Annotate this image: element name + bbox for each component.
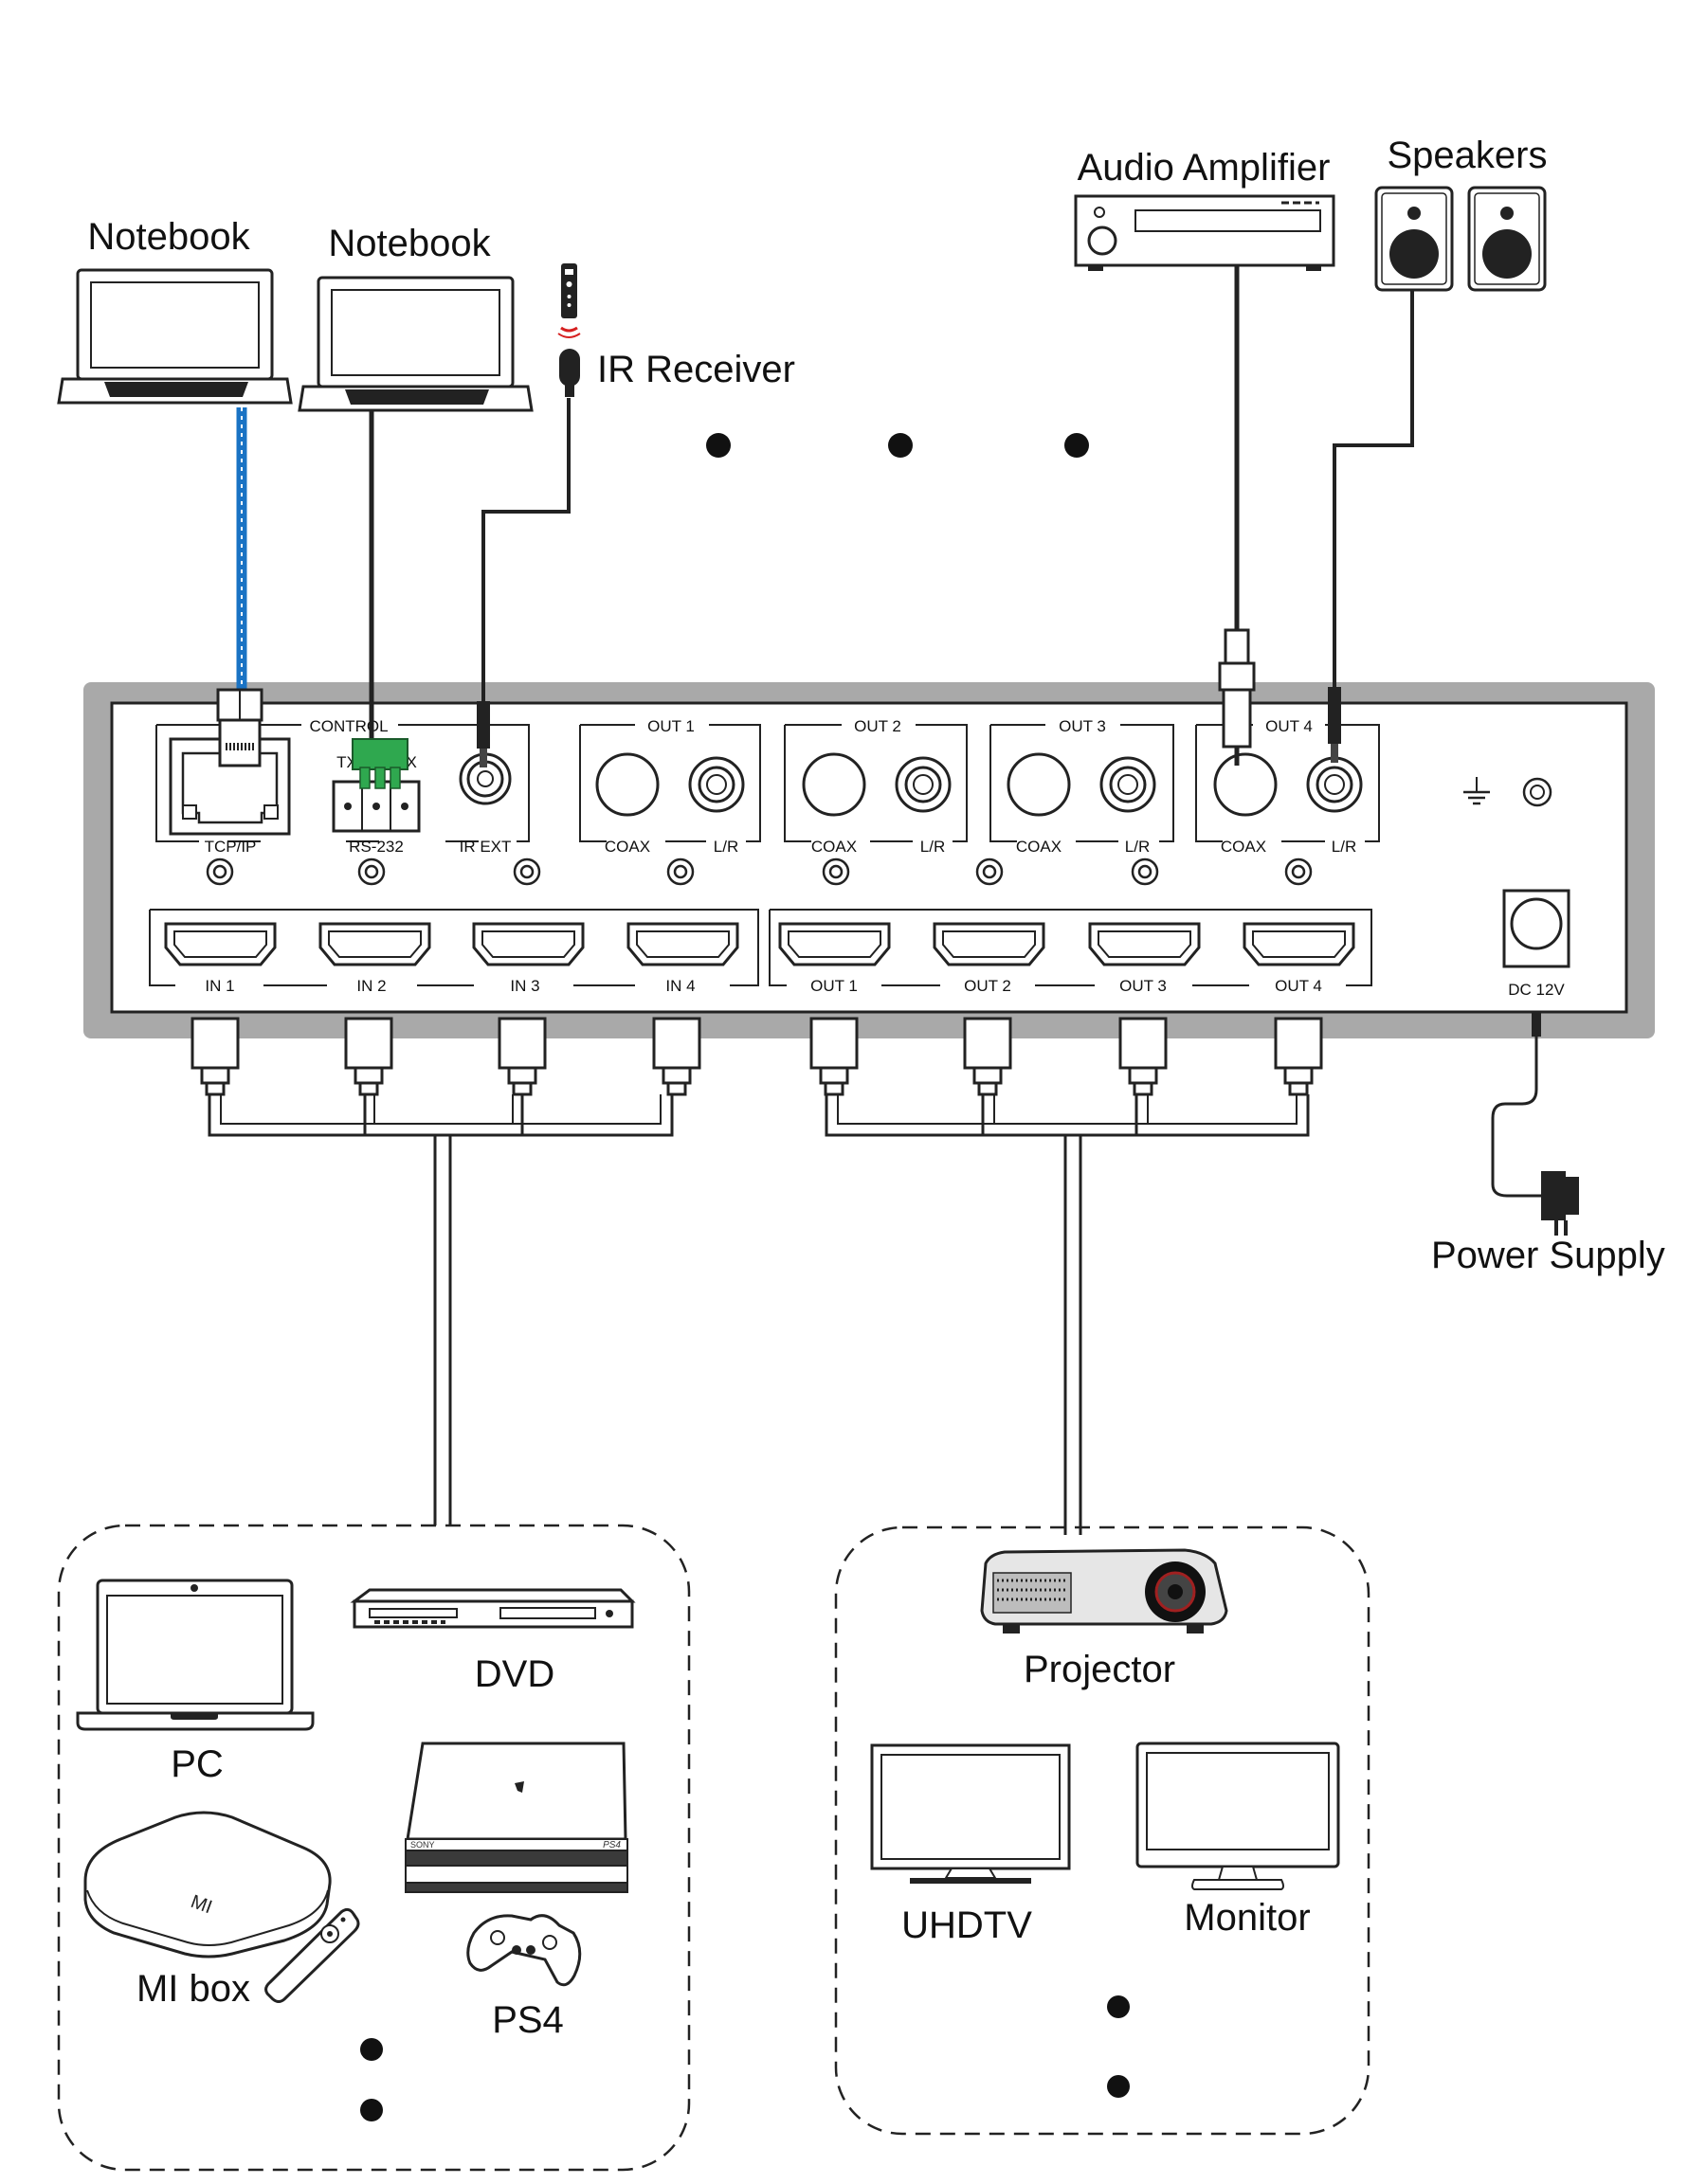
power-supply-label: Power Supply	[1431, 1235, 1665, 1276]
optical-plug	[1218, 628, 1256, 766]
audio-out-1-coax-port[interactable]	[595, 752, 660, 817]
source-devices-group	[57, 1524, 691, 2172]
ethernet-plug	[216, 688, 263, 767]
hdmi-out-4-label: OUT 4	[1275, 977, 1322, 995]
audio-out-1-lr-port[interactable]	[688, 756, 745, 813]
tcpip-label: TCP/IP	[205, 838, 257, 856]
hdmi-in-4-port[interactable]	[626, 922, 739, 966]
hdmi-in-3-port[interactable]	[472, 922, 585, 966]
audio-out-1-title: OUT 1	[647, 717, 695, 735]
hdmi-in-2-port[interactable]	[318, 922, 431, 966]
ir-receiver-icon	[559, 349, 580, 397]
hdmi-out-2-port[interactable]	[933, 922, 1045, 966]
dvd-label: DVD	[475, 1653, 554, 1695]
hdmi-out-1-label: OUT 1	[810, 977, 858, 995]
power-adapter-icon	[1532, 1012, 1579, 1236]
hdmi-out-2-label: OUT 2	[964, 977, 1011, 995]
notebook-2-label: Notebook	[328, 223, 491, 264]
monitor-label: Monitor	[1184, 1897, 1310, 1939]
ps4-console-icon: SONY PS4	[405, 1742, 628, 1893]
panel-screws	[206, 857, 1313, 886]
mibox-label: MI box	[136, 1968, 250, 2010]
ir-cable	[481, 398, 571, 749]
rs232-port[interactable]	[332, 780, 421, 833]
uhdtv-icon	[870, 1743, 1071, 1884]
notebook-1-label: Notebook	[87, 216, 250, 258]
hdmi-input-group: IN 1 IN 2 IN 3 IN 4	[149, 909, 759, 995]
projector-icon	[980, 1548, 1228, 1633]
pc-icon	[76, 1579, 315, 1731]
notebook-1-icon	[57, 268, 293, 405]
hdmi-output-group: OUT 1 OUT 2 OUT 3 OUT 4	[769, 909, 1372, 995]
hdmi-input-cables	[191, 1017, 701, 1525]
audio-out-3: OUT 3 COAX L/R	[989, 717, 1174, 856]
audio-out-1-lr-label: L/R	[714, 838, 738, 856]
notebook-2-icon	[298, 276, 534, 412]
rs232-terminal-plug	[352, 738, 408, 789]
audio-out-4-title: OUT 4	[1265, 717, 1313, 735]
display-devices-group	[834, 1525, 1370, 2136]
audio-out-2-coax-port[interactable]	[802, 752, 866, 817]
audio-out-4-lr-port[interactable]	[1306, 756, 1363, 813]
dc-label: DC 12V	[1508, 981, 1565, 999]
mibox-icon: MI	[83, 1811, 332, 1958]
hdmi-out-3-label: OUT 3	[1119, 977, 1167, 995]
audio-out-4-coax-label: COAX	[1221, 838, 1266, 856]
gamepad-icon	[466, 1914, 582, 1987]
speaker-left-icon	[1374, 186, 1454, 292]
audio-out-2-title: OUT 2	[854, 717, 901, 735]
audio-out-3-coax-label: COAX	[1016, 838, 1062, 856]
audio-out-4-lr-label: L/R	[1332, 838, 1356, 856]
hdmi-out-1-port[interactable]	[778, 922, 891, 966]
control-group-label: CONTROL	[309, 717, 388, 735]
ir-ext-label: IR EXT	[460, 838, 512, 856]
hdmi-output-cables	[809, 1017, 1323, 1535]
audio-out-2-coax-label: COAX	[811, 838, 857, 856]
mibox-remote-icon	[264, 1907, 360, 2003]
audio-out-3-coax-port[interactable]	[1007, 752, 1071, 817]
audio-out-1: OUT 1 COAX L/R	[579, 717, 761, 856]
hdmi-in-2-label: IN 2	[356, 977, 386, 995]
projector-label: Projector	[1024, 1649, 1175, 1690]
power-cable	[1491, 1012, 1543, 1198]
audio-out-1-coax-label: COAX	[605, 838, 650, 856]
ir-plug	[477, 701, 490, 767]
monitor-icon	[1135, 1742, 1340, 1890]
hdmi-in-4-label: IN 4	[665, 977, 695, 995]
more-displays-dots	[1107, 1995, 1130, 2098]
audio-out-3-title: OUT 3	[1059, 717, 1106, 735]
hdmi-in-1-label: IN 1	[205, 977, 234, 995]
hdmi-out-3-port[interactable]	[1088, 922, 1201, 966]
dvd-icon	[350, 1588, 636, 1629]
more-sources-dots	[360, 2038, 383, 2121]
hdmi-out-4-port[interactable]	[1243, 922, 1355, 966]
audio-out-4-coax-port[interactable]	[1213, 752, 1278, 817]
speaker-right-icon	[1467, 186, 1547, 292]
ps4-model: PS4	[603, 1840, 621, 1850]
uhdtv-label: UHDTV	[901, 1904, 1032, 1946]
pc-label: PC	[171, 1743, 224, 1785]
audio-out-3-lr-label: L/R	[1125, 838, 1150, 856]
speakers-label: Speakers	[1388, 135, 1548, 176]
audio-out-2: OUT 2 COAX L/R	[784, 717, 968, 856]
ps4-label: PS4	[492, 1999, 564, 2041]
lr-plug	[1328, 687, 1341, 763]
ground-terminal	[1463, 777, 1552, 807]
remote-control-icon	[557, 263, 581, 338]
audio-out-2-lr-port[interactable]	[895, 756, 952, 813]
dc-power-jack[interactable]	[1502, 889, 1570, 968]
hdmi-in-1-port[interactable]	[164, 922, 277, 966]
audio-out-3-lr-port[interactable]	[1099, 756, 1156, 813]
more-devices-dots-top	[706, 433, 1089, 458]
rs232-label: RS-232	[349, 838, 404, 856]
speaker-cable	[1333, 290, 1414, 749]
audio-amplifier-icon	[1074, 194, 1335, 271]
ps4-brand: SONY	[410, 1840, 435, 1850]
ir-ext-port[interactable]	[459, 752, 512, 805]
ir-receiver-label: IR Receiver	[597, 349, 795, 390]
hdmi-in-3-label: IN 3	[510, 977, 539, 995]
audio-out-2-lr-label: L/R	[920, 838, 945, 856]
audio-amplifier-label: Audio Amplifier	[1078, 147, 1331, 189]
